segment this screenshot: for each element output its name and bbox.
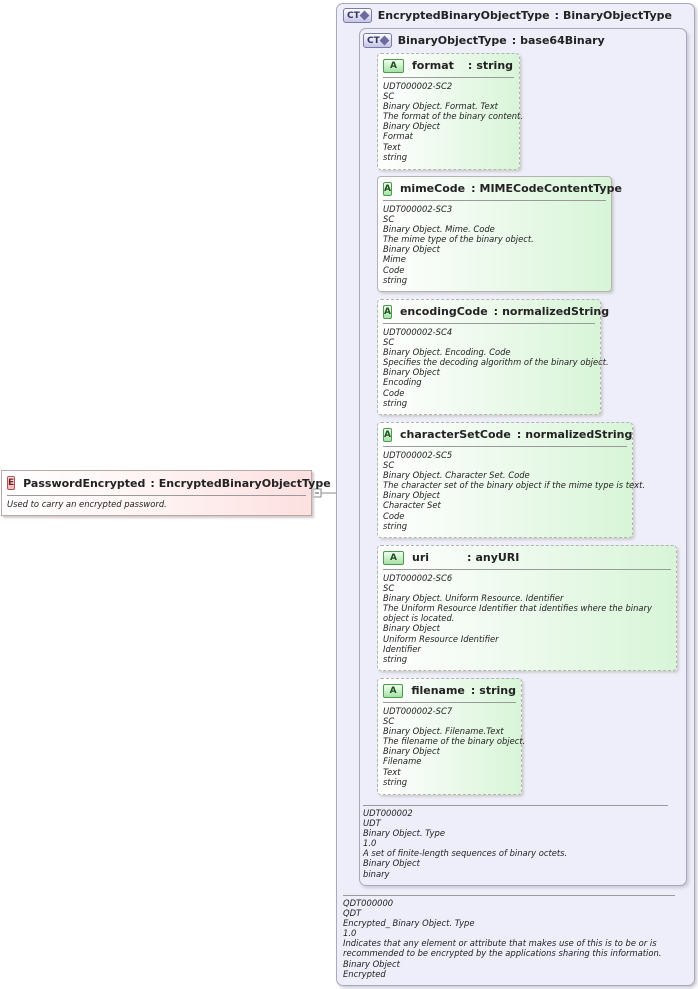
attribute-icon: A <box>383 683 404 698</box>
inner-type-doc: UDT000002 UDT Binary Object. Type 1.0 A … <box>363 808 568 879</box>
attribute-name: filename <box>411 684 465 697</box>
attribute-name: mimeCode <box>399 182 466 195</box>
attribute-name: characterSetCode <box>399 428 511 441</box>
complex-type-icon: CT <box>363 33 392 48</box>
attribute-type: normalizedString <box>502 305 610 318</box>
attribute-icon: A <box>383 304 392 319</box>
element-name: PasswordEncrypted <box>23 476 146 490</box>
element-type: EncryptedBinaryObjectType <box>158 476 331 490</box>
attribute-character-set-code[interactable]: A characterSetCode : normalizedString UD… <box>377 422 646 538</box>
attribute-type: MIMECodeContentType <box>479 182 622 195</box>
attribute-separator: : <box>470 684 476 697</box>
outer-type-name: EncryptedBinaryObjectType <box>377 9 550 22</box>
attribute-separator: : <box>471 182 476 195</box>
attribute-encoding-code[interactable]: A encodingCode : normalizedString UDT000… <box>377 299 609 415</box>
outer-type-separator: : <box>554 9 560 22</box>
attribute-type: string <box>476 59 514 72</box>
element-badge-icon: E <box>7 476 16 490</box>
attribute-name: uri <box>412 551 430 564</box>
attribute-separator: : <box>516 428 522 441</box>
attribute-type: string <box>479 684 516 697</box>
attribute-name: format <box>412 59 454 72</box>
attribute-icon: A <box>383 550 404 565</box>
attribute-separator: : <box>467 59 473 72</box>
element-password-encrypted[interactable]: E PasswordEncrypted : EncryptedBinaryObj… <box>1 470 331 516</box>
attribute-type: normalizedString <box>525 428 633 441</box>
attribute-icon: A <box>383 58 404 73</box>
attribute-mime-code[interactable]: A mimeCode : MIMECodeContentType UDT0000… <box>377 176 622 292</box>
attribute-name: encodingCode <box>399 305 488 318</box>
attribute-type: anyURI <box>475 551 520 564</box>
attribute-separator: : <box>493 305 499 318</box>
complex-type-icon: CT <box>343 8 372 23</box>
attribute-separator: : <box>467 551 472 564</box>
inner-type-name: BinaryObjectType <box>397 34 507 47</box>
outer-type-base: BinaryObjectType <box>563 9 672 22</box>
attribute-icon: A <box>383 181 392 196</box>
outer-type-doc: QDT000000 QDT Encrypted_ Binary Object. … <box>343 898 662 979</box>
element-doc: Used to carry an encrypted password. <box>7 499 167 509</box>
attribute-icon: A <box>383 427 392 442</box>
element-separator: : <box>150 476 155 490</box>
inner-type-separator: : <box>511 34 517 47</box>
inner-type-base: base64Binary <box>520 34 605 47</box>
